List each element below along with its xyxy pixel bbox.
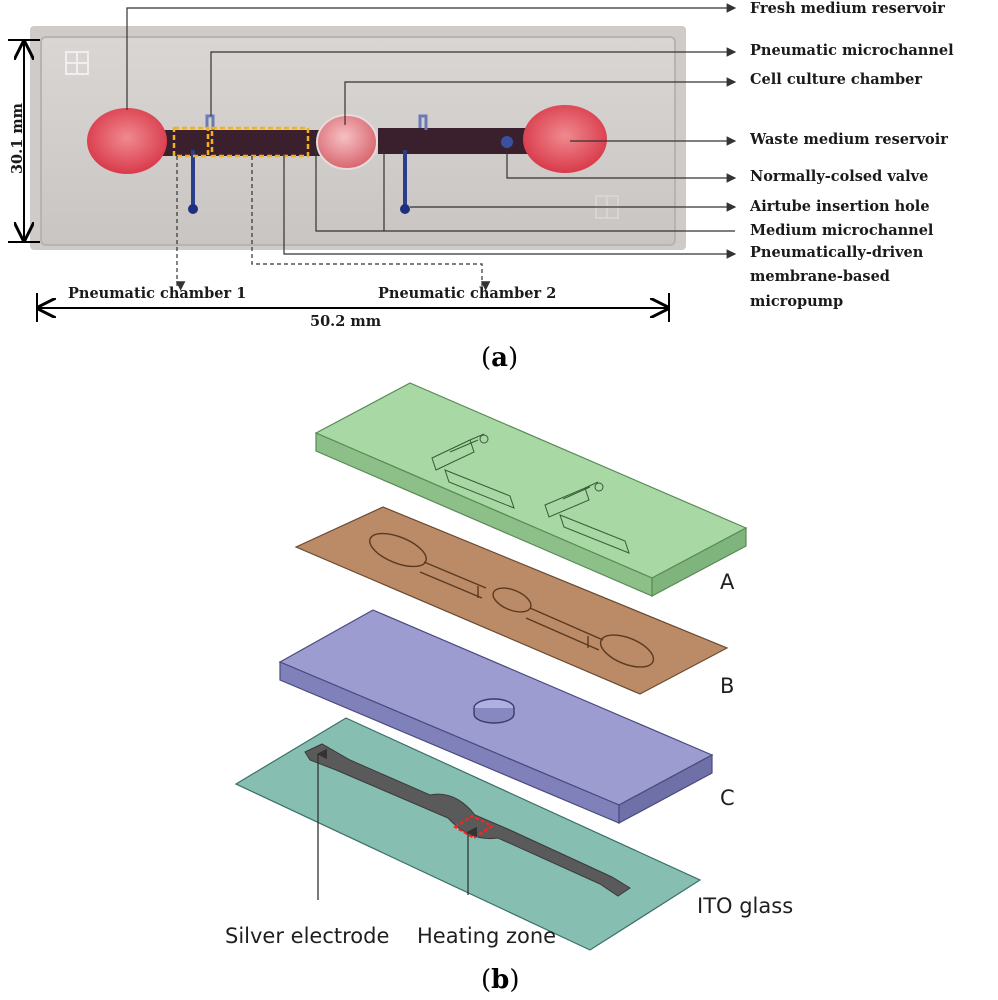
label-layer-c: C — [720, 786, 735, 810]
label-height-dimension: 30.1 mm — [9, 102, 27, 175]
panel-a-sublabel: (a) — [481, 343, 519, 373]
label-micropump-line1: Pneumatically-driven — [750, 244, 924, 261]
label-airtube-insertion-hole: Airtube insertion hole — [750, 198, 930, 215]
label-pneumatic-chamber-2: Pneumatic chamber 2 — [378, 285, 557, 302]
label-medium-microchannel: Medium microchannel — [750, 222, 934, 239]
pneumatic-chamber-2-box — [210, 126, 310, 158]
leader-fresh-medium — [126, 3, 737, 110]
label-pneumatic-chamber-1: Pneumatic chamber 1 — [68, 285, 247, 302]
label-pneumatic-microchannel: Pneumatic microchannel — [750, 42, 954, 59]
pneumatic-microchannel-top-right — [418, 114, 428, 130]
layer-a — [314, 382, 748, 597]
label-layer-a: A — [720, 570, 735, 594]
medium-microchannel-left — [160, 130, 320, 156]
panel-b-drawing — [234, 382, 748, 951]
label-micropump-line2: membrane-based — [750, 268, 890, 285]
label-normally-closed-valve: Normally-colsed valve — [750, 168, 929, 185]
pneumatic-chamber-1-box — [172, 126, 210, 158]
panel-a-drawing — [8, 3, 737, 322]
panel-b-sublabel: (b) — [481, 965, 520, 995]
label-waste-medium-reservoir: Waste medium reservoir — [750, 131, 948, 148]
label-heating-zone: Heating zone — [417, 924, 557, 948]
leader-valve — [506, 150, 737, 183]
label-cell-culture-chamber: Cell culture chamber — [750, 71, 922, 88]
label-fresh-medium-reservoir: Fresh medium reservoir — [750, 0, 945, 17]
cell-culture-chamber — [316, 114, 378, 170]
label-ito-glass: ITO glass — [697, 894, 794, 918]
layer-b — [294, 506, 729, 695]
heating-zone-marker — [453, 814, 494, 840]
pneumatic-microchannel-top — [205, 114, 215, 130]
panel-a-sublabel-letter: a — [491, 343, 509, 373]
normally-closed-valve — [501, 136, 513, 148]
leader-medium-microchannel — [315, 150, 735, 232]
label-width-dimension: 50.2 mm — [310, 313, 382, 330]
leader-cell-culture — [344, 77, 737, 125]
layer-c — [278, 609, 714, 825]
label-micropump-line3: micropump — [750, 293, 844, 310]
leader-pneumatic-chamber-2 — [251, 156, 491, 291]
chip-alignment-mark-left — [65, 51, 89, 75]
airtube-insertion-hole-left — [188, 204, 198, 214]
label-silver-electrode: Silver electrode — [225, 924, 390, 948]
panel-b-sublabel-letter: b — [491, 965, 510, 995]
leader-pneumatic-microchannel — [210, 47, 737, 116]
label-layer-b: B — [720, 674, 735, 698]
airtube-insertion-hole-right — [400, 204, 410, 214]
waste-medium-reservoir — [523, 105, 607, 173]
fresh-medium-reservoir — [87, 108, 167, 174]
leader-micropump — [283, 155, 737, 259]
